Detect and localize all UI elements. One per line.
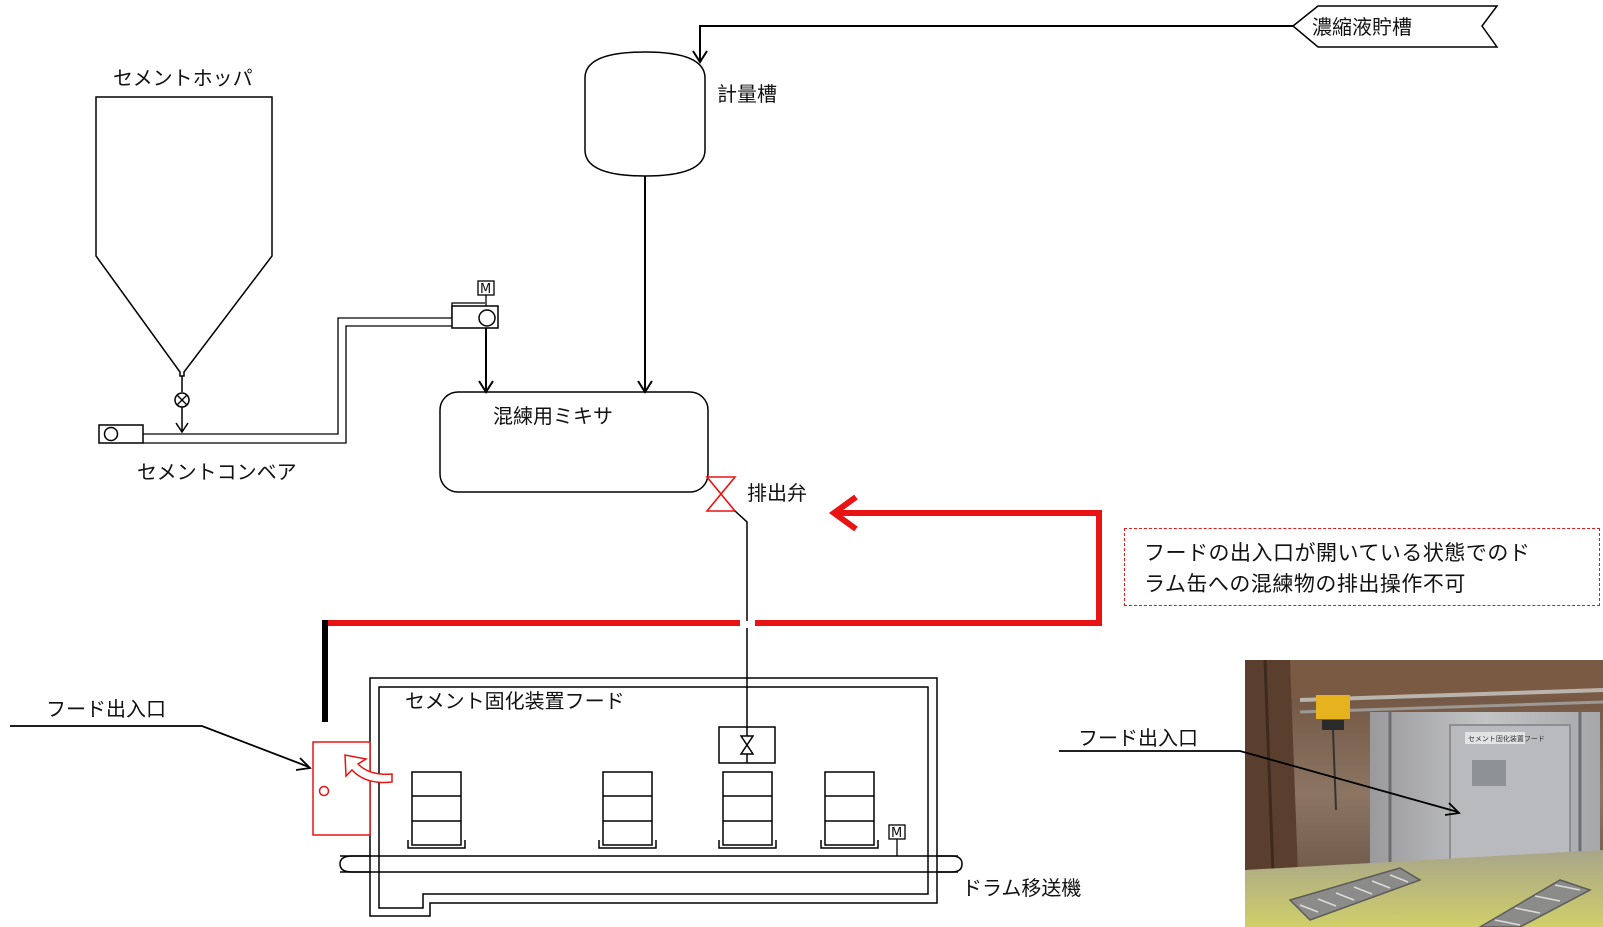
door-open-arrow-icon (344, 754, 393, 784)
drum-transfer-label: ドラム移送機 (962, 876, 1081, 900)
transfer-motor-label: M (891, 826, 902, 841)
feed-line (699, 25, 1293, 60)
conveyor-motor-label: M (480, 282, 491, 297)
hood (369, 677, 938, 917)
mixer-label: 混練用ミキサ (493, 404, 613, 428)
interlock-line (322, 494, 1102, 722)
discharge-valve-label: 排出弁 (747, 481, 807, 505)
metering-tank-label: 計量槽 (717, 82, 777, 106)
discharge-line (734, 510, 748, 621)
concentrate-tank-label: 濃縮液貯槽 (1312, 15, 1412, 39)
hood-entrance-label: フード出入口 (46, 697, 166, 721)
photo-sign-text: セメント固化装置フード (1468, 734, 1545, 743)
interlock-note: フードの出入口が開いている状態でのド ラム缶への混練物の排出操作不可 (1144, 541, 1531, 596)
cement-conveyor-label: セメントコンベア (137, 460, 297, 484)
concentrate-tank: 濃縮液貯槽 (1291, 5, 1499, 48)
hopper-valve-icon (174, 376, 190, 434)
metering-tank (584, 51, 706, 177)
drum (820, 771, 879, 849)
fill-valve-icon (718, 726, 776, 764)
photo-callout (1059, 750, 1461, 816)
drum (718, 771, 777, 849)
hood-entrance-callout (10, 725, 312, 771)
drum-transfer-conveyor: M (339, 824, 963, 873)
hood-label: セメント固化装置フード (405, 689, 625, 713)
feed-arrowhead (692, 50, 708, 64)
hood-photo: セメント固化装置フード (1245, 660, 1603, 927)
photo-hood-entrance-label: フード出入口 (1078, 726, 1198, 750)
cement-conveyor: M (98, 280, 499, 444)
hood-entrance-door (312, 741, 393, 836)
discharge-valve-icon (705, 476, 737, 512)
drum (598, 771, 657, 849)
drum (407, 771, 466, 849)
cement-hopper (95, 96, 273, 377)
mixer (439, 391, 709, 493)
interlock-note-box (1124, 528, 1600, 606)
cement-hopper-label: セメントホッパ (113, 66, 253, 90)
